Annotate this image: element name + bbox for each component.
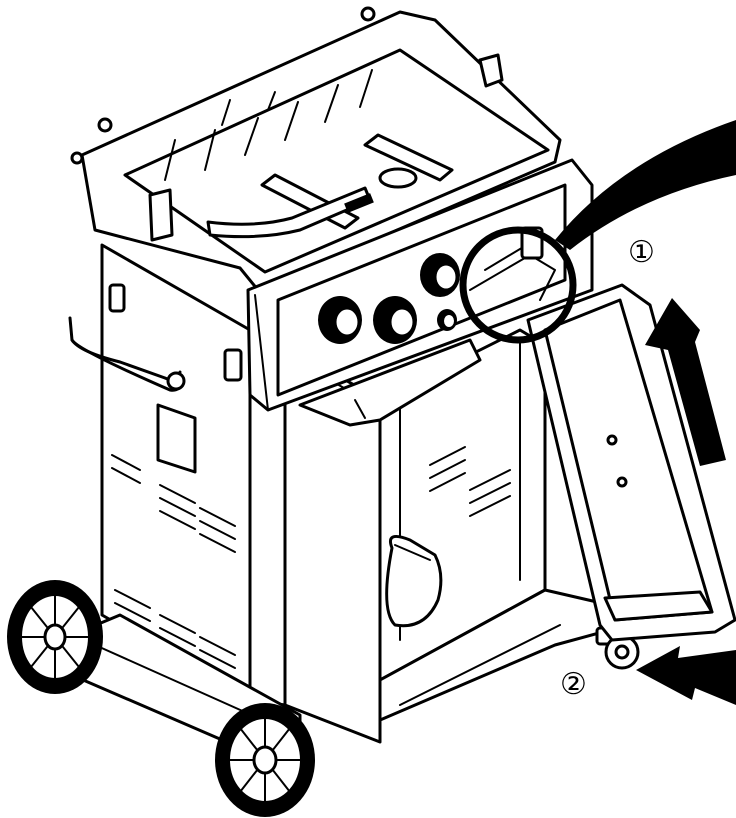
firebox xyxy=(70,6,562,292)
cart-interior xyxy=(378,328,547,682)
upward-arrow xyxy=(645,298,726,466)
detail-callout-circle xyxy=(459,120,736,344)
control-knob-3 xyxy=(420,253,460,297)
step-2-marker: ② xyxy=(560,667,587,702)
front-wheel xyxy=(215,703,315,817)
control-knob-1 xyxy=(318,296,362,344)
control-knob-2 xyxy=(373,296,417,344)
igniter-button xyxy=(437,309,457,331)
side-shelf xyxy=(526,283,736,642)
cart-left-panel xyxy=(68,243,252,702)
step-1-marker: ① xyxy=(628,235,655,270)
inward-arrow xyxy=(636,646,736,705)
left-rear-wheel xyxy=(7,580,103,694)
panel-support-bracket xyxy=(298,338,482,427)
